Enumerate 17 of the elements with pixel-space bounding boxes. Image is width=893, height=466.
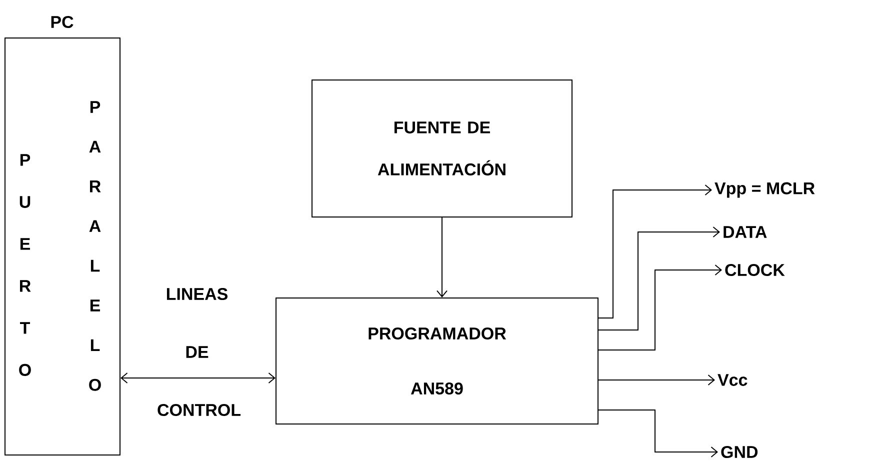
block-box: FUENTE DE ALIMENTACIÓN <box>312 80 572 218</box>
arrow <box>436 217 448 298</box>
block-box: PROGRAMADOR AN589 <box>276 298 598 424</box>
signal-label: GND <box>721 446 758 458</box>
signal-label: Vcc <box>718 374 748 386</box>
arrow <box>598 410 718 458</box>
port-box: PC PUERTO PARALELO <box>4 16 120 456</box>
signal-label: Vpp = MCLR <box>714 182 815 198</box>
signal-label: DATA <box>724 226 767 238</box>
signal-label: CLOCK <box>725 264 785 276</box>
arrow <box>598 374 716 386</box>
arrow <box>598 226 720 330</box>
arrow <box>598 264 722 350</box>
arrow <box>598 184 712 318</box>
node-label: PC <box>51 16 74 28</box>
edge-label: LINEAS DE CONTROL <box>158 288 241 416</box>
arrow <box>120 372 276 384</box>
